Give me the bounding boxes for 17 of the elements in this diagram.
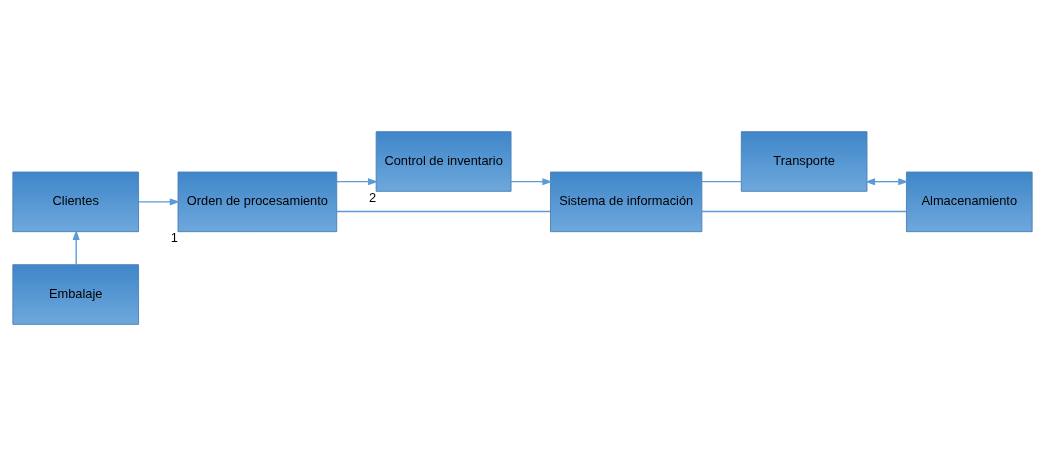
node-box: Orden de procesamiento <box>177 171 338 232</box>
connector <box>701 180 742 182</box>
node-box: Almacenamiento <box>906 171 1033 232</box>
node-box: Sistema de información <box>550 171 703 232</box>
node-box: Clientes <box>12 171 139 232</box>
arrow <box>510 177 553 185</box>
connector <box>336 210 551 212</box>
arrow <box>138 197 180 205</box>
arrow <box>336 177 379 185</box>
arrow <box>72 229 80 265</box>
node-label: 2 <box>368 189 377 205</box>
node-box: Embalaje <box>12 263 139 325</box>
arrow <box>864 177 909 185</box>
node-box: Transporte <box>740 130 868 192</box>
node-label: 1 <box>170 229 178 245</box>
connector <box>701 210 908 212</box>
node-box: Control de inventario <box>375 130 512 192</box>
